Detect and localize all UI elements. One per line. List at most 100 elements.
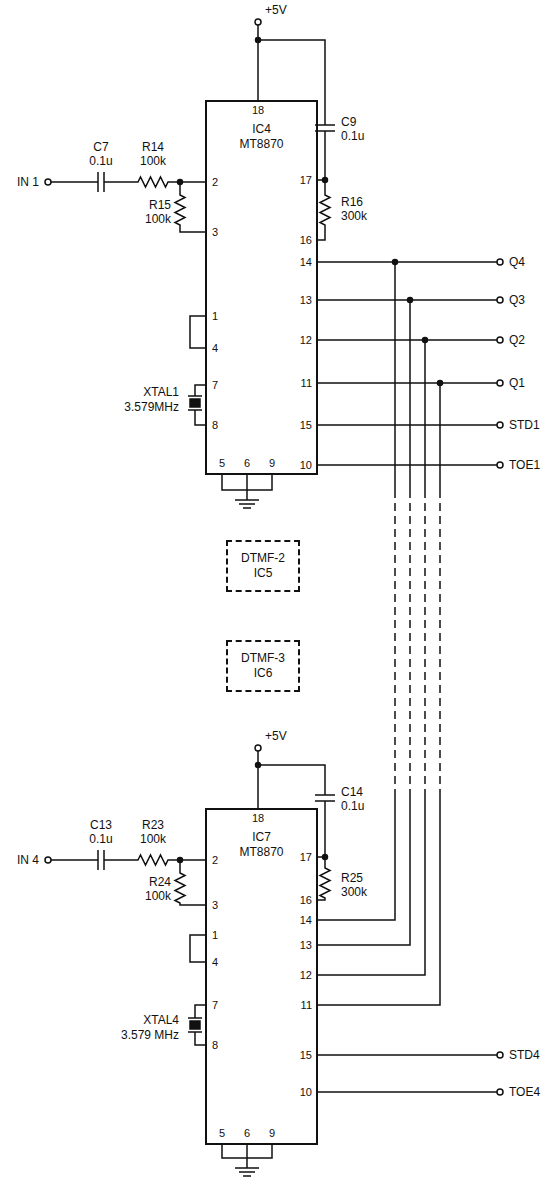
ground-symbol: [222, 475, 272, 508]
component-label: TOE4: [508, 1086, 541, 1099]
ic-part-number: MT8870: [239, 845, 283, 860]
data-bus: [318, 260, 443, 1006]
component-label: 100k: [139, 155, 167, 168]
pin-number: 7: [211, 379, 219, 392]
pin-number: 9: [268, 1127, 276, 1140]
ic-part-number: IC6: [254, 666, 273, 681]
component-label: 100k: [144, 213, 172, 226]
terminal: [255, 745, 261, 751]
pin-number: 11: [300, 999, 313, 1012]
pin-number: 6: [243, 1127, 251, 1140]
pin-number: 18: [251, 104, 265, 117]
component-label: +5V: [264, 730, 288, 743]
component-label: R25: [340, 872, 364, 885]
pin-number: 2: [211, 854, 219, 867]
ic-part-number: MT8870: [239, 137, 283, 152]
component-label: 0.1u: [88, 155, 113, 168]
wire-node: [393, 260, 398, 265]
supply-wire: [258, 25, 335, 180]
component-label: R23: [141, 819, 165, 832]
pin-number: 1: [211, 929, 219, 942]
input-wire: [51, 850, 205, 870]
component-label: C14: [340, 786, 364, 799]
pin-number: 6: [243, 457, 251, 470]
ic7-wiring: [45, 745, 503, 1176]
output-wire: [318, 1055, 497, 1092]
resistor-symbol: [175, 182, 205, 232]
pin-number: 15: [299, 419, 313, 432]
wire-node: [438, 381, 443, 386]
pin-number: 15: [299, 1049, 313, 1062]
pin-number: 13: [299, 294, 313, 307]
wire-node: [178, 180, 183, 185]
component-label: R16: [340, 196, 364, 209]
wire-node: [497, 1052, 503, 1058]
pin-number: 4: [211, 956, 219, 969]
ground-symbol: [222, 1145, 272, 1176]
component-label: R14: [141, 141, 165, 154]
component-label: C9: [340, 116, 357, 129]
wire-node: [408, 298, 413, 303]
wire-node: [497, 380, 503, 386]
wire-node: [497, 1089, 503, 1095]
component-label: Q1: [508, 377, 526, 390]
component-label: C13: [89, 819, 113, 832]
pin-number: 11: [300, 377, 313, 390]
wire-node: [256, 38, 261, 43]
pin-number: 14: [299, 256, 313, 269]
wire-node: [256, 763, 261, 768]
component-label: IN 4: [16, 854, 40, 867]
wire-node: [497, 297, 503, 303]
wire-node: [423, 338, 428, 343]
bus-wire: [395, 262, 440, 490]
ic-designator: DTMF-2: [241, 551, 285, 566]
pin-number: 17: [299, 174, 313, 187]
pin-link: [190, 316, 205, 348]
dashed-ic-box: DTMF-3IC6: [226, 640, 300, 692]
pin-number: 13: [299, 939, 313, 952]
crystal-symbol: [190, 399, 200, 407]
dashed-ic-box: DTMF-2IC5: [226, 540, 300, 592]
component-label: IN 1: [16, 176, 40, 189]
pin-number: 3: [211, 226, 219, 239]
component-label: 300k: [340, 886, 368, 899]
pin-number: 12: [299, 969, 313, 982]
crystal-wire: [188, 1005, 205, 1045]
component-label: +5V: [264, 4, 288, 17]
wire-node: [323, 178, 328, 183]
pin-number: 10: [299, 1086, 313, 1099]
pin-number: 4: [211, 342, 219, 355]
component-label: Q2: [508, 334, 526, 347]
pin-number: 16: [299, 894, 313, 907]
component-label: C7: [92, 141, 109, 154]
ic4-wiring: [45, 19, 503, 508]
bus-wire: [395, 490, 440, 790]
component-label: Q3: [508, 294, 526, 307]
resistor-symbol: [175, 860, 205, 905]
ic-designator: IC7: [252, 830, 271, 845]
wire-node: [497, 259, 503, 265]
component-label: 3.579 MHz: [120, 1029, 180, 1042]
resistor-symbol: [318, 857, 330, 900]
pin-number: 2: [211, 176, 219, 189]
ic-part-number: IC5: [254, 566, 273, 581]
bus-wire: [318, 790, 440, 1005]
component-label: XTAL1: [142, 386, 180, 399]
pin-number: 9: [268, 457, 276, 470]
pin-number: 3: [211, 899, 219, 912]
pin-number: 8: [211, 419, 219, 432]
component-label: STD4: [508, 1049, 541, 1062]
component-label: 100k: [139, 833, 167, 846]
pin-number: 7: [211, 999, 219, 1012]
terminal: [45, 179, 51, 185]
wire-node: [497, 337, 503, 343]
pin-number: 16: [299, 234, 313, 247]
crystal-symbol: [190, 1021, 200, 1029]
component-label: 0.1u: [88, 833, 113, 846]
component-label: XTAL4: [142, 1014, 180, 1027]
pin-number: 5: [218, 457, 226, 470]
pin-number: 10: [299, 459, 313, 472]
pin-number: 12: [299, 334, 313, 347]
component-label: Q4: [508, 256, 526, 269]
terminal: [45, 857, 51, 863]
